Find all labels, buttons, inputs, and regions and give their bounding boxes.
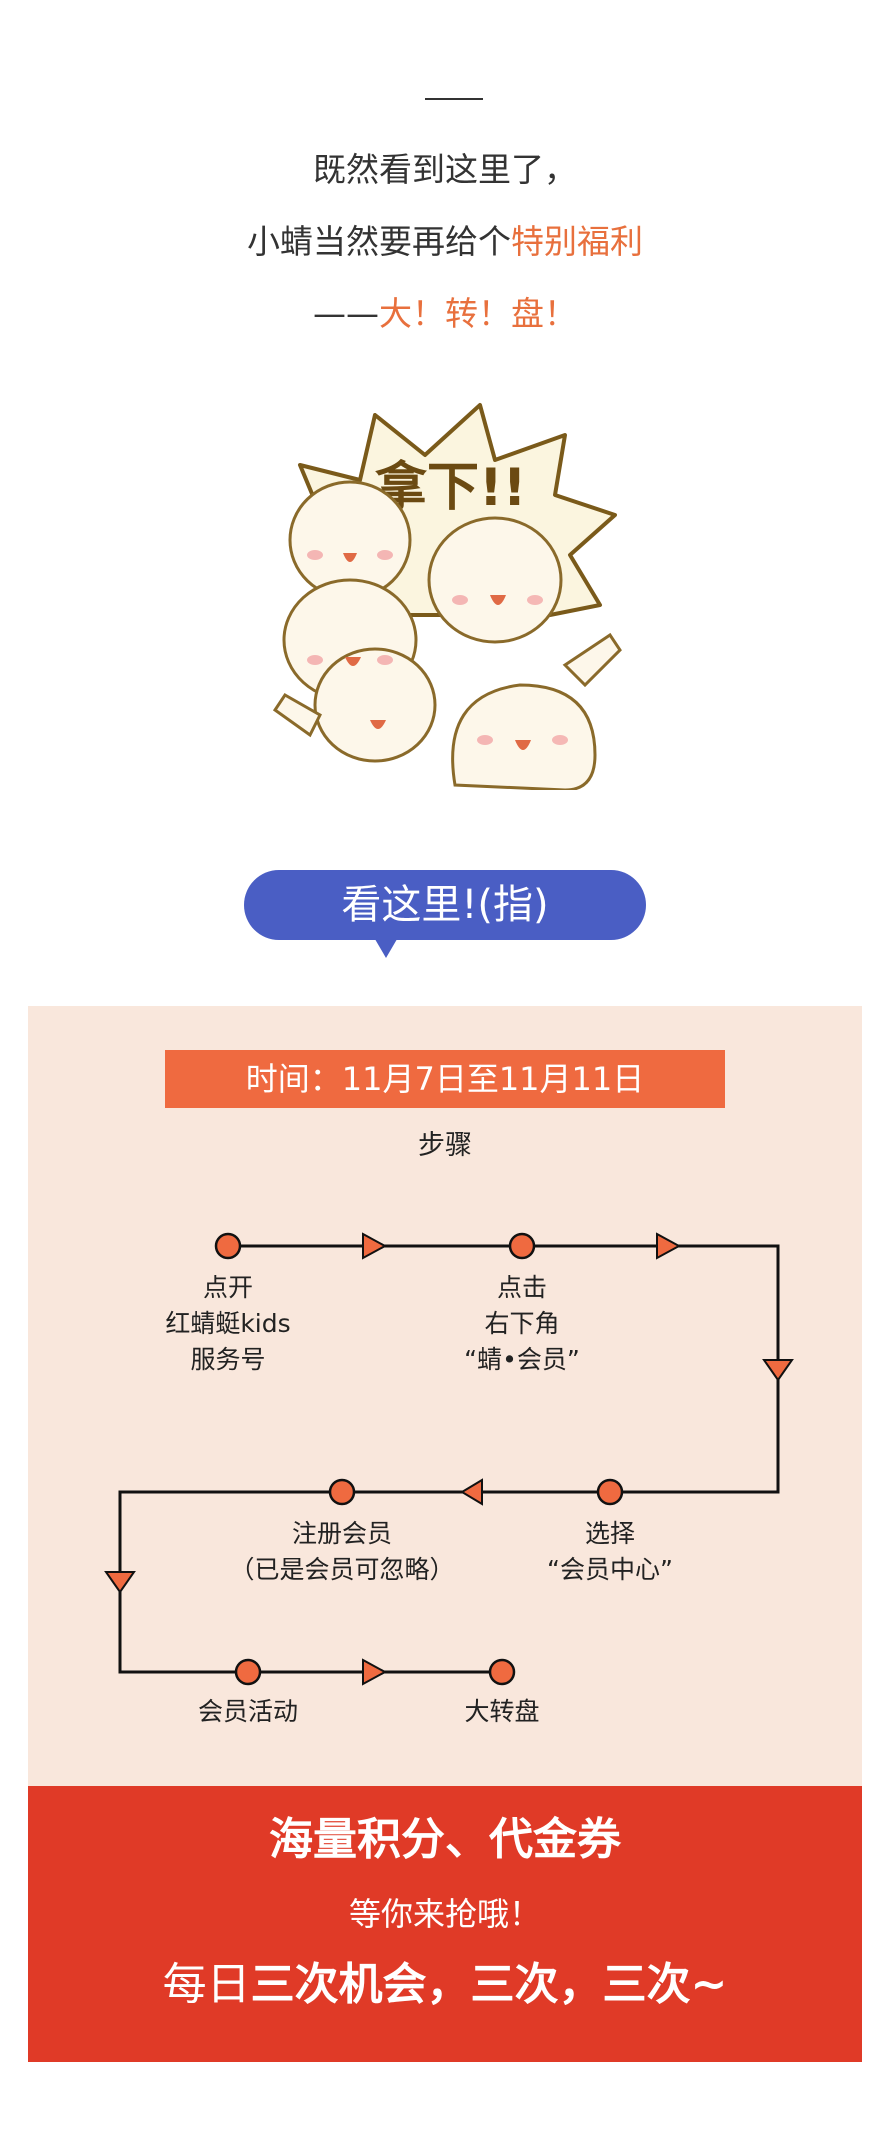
- callout-bubble: [244, 870, 646, 940]
- promo-daily-bold: 三次机会，三次，三次~: [250, 1959, 728, 2010]
- arrow-down-2: [104, 1571, 136, 1594]
- mascot-blob-4: [313, 647, 437, 763]
- steps-flow: 点开 红蜻蜓kids 服务号 点击 右下角 “蜻•会员” 选择 “会员中心” 注…: [0, 1180, 890, 1740]
- steps-panel: [28, 1006, 862, 1786]
- mascot-illustration: 拿下!!: [272, 403, 622, 790]
- callout-tail: [372, 934, 400, 958]
- promo-band: [28, 1786, 862, 2062]
- callout-text: 看这里!(指): [341, 882, 549, 928]
- mascot-arm: [562, 632, 622, 688]
- intro-text-1: 既然看到这里了，: [313, 150, 577, 189]
- promo-daily-prefix: 每日: [162, 1959, 251, 2010]
- special-benefit-highlight: 特别福利: [511, 222, 643, 261]
- intro-line-2: 小蜻当然要再给个特别福利: [0, 220, 890, 264]
- step-dot-2: [508, 1232, 536, 1260]
- arrow-right-3: [362, 1658, 388, 1686]
- step-label-6: 大转盘: [464, 1697, 540, 1726]
- step-dot-5: [234, 1658, 262, 1686]
- intro-line-3: ——大！转！盘！: [0, 292, 890, 336]
- mascot-blob-5: [451, 683, 597, 790]
- promo-subline: 等你来抢哦！: [348, 1895, 541, 1933]
- promo-daily-chances: 每日三次机会，三次，三次~: [0, 1955, 890, 2015]
- step-label-2: 点击 右下角 “蜻•会员”: [464, 1273, 580, 1374]
- mascot-blob-2: [427, 516, 563, 644]
- steps-title: 步骤: [418, 1130, 472, 1161]
- step-dot-3: [596, 1478, 624, 1506]
- step-label-4: 注册会员 （已是会员可忽略）: [229, 1519, 455, 1584]
- promo-headline: 海量积分、代金券: [269, 1814, 621, 1865]
- intro-line-1: 既然看到这里了，: [0, 148, 890, 192]
- top-divider: [425, 98, 483, 100]
- step-dot-1: [214, 1232, 242, 1260]
- flow-lines: [104, 1232, 794, 1686]
- intro-text-2: 小蜻当然要再给个: [247, 222, 511, 261]
- step-label-5: 会员活动: [197, 1697, 298, 1726]
- big-wheel-highlight: 大！转！盘！: [379, 294, 577, 333]
- step-dot-4: [328, 1478, 356, 1506]
- mascot-arm-left: [272, 693, 322, 738]
- step-label-1: 点开 红蜻蜓kids 服务号: [165, 1273, 291, 1374]
- intro-dash: ——: [313, 294, 379, 333]
- arrow-right-1: [362, 1232, 388, 1260]
- time-banner: 时间：11月7日至11月11日: [165, 1050, 725, 1108]
- arrow-down-1: [762, 1359, 794, 1382]
- step-dot-6: [488, 1658, 516, 1686]
- step-label-3: 选择 “会员中心”: [547, 1519, 673, 1584]
- arrow-left-1: [460, 1478, 483, 1506]
- arrow-right-2: [656, 1232, 682, 1260]
